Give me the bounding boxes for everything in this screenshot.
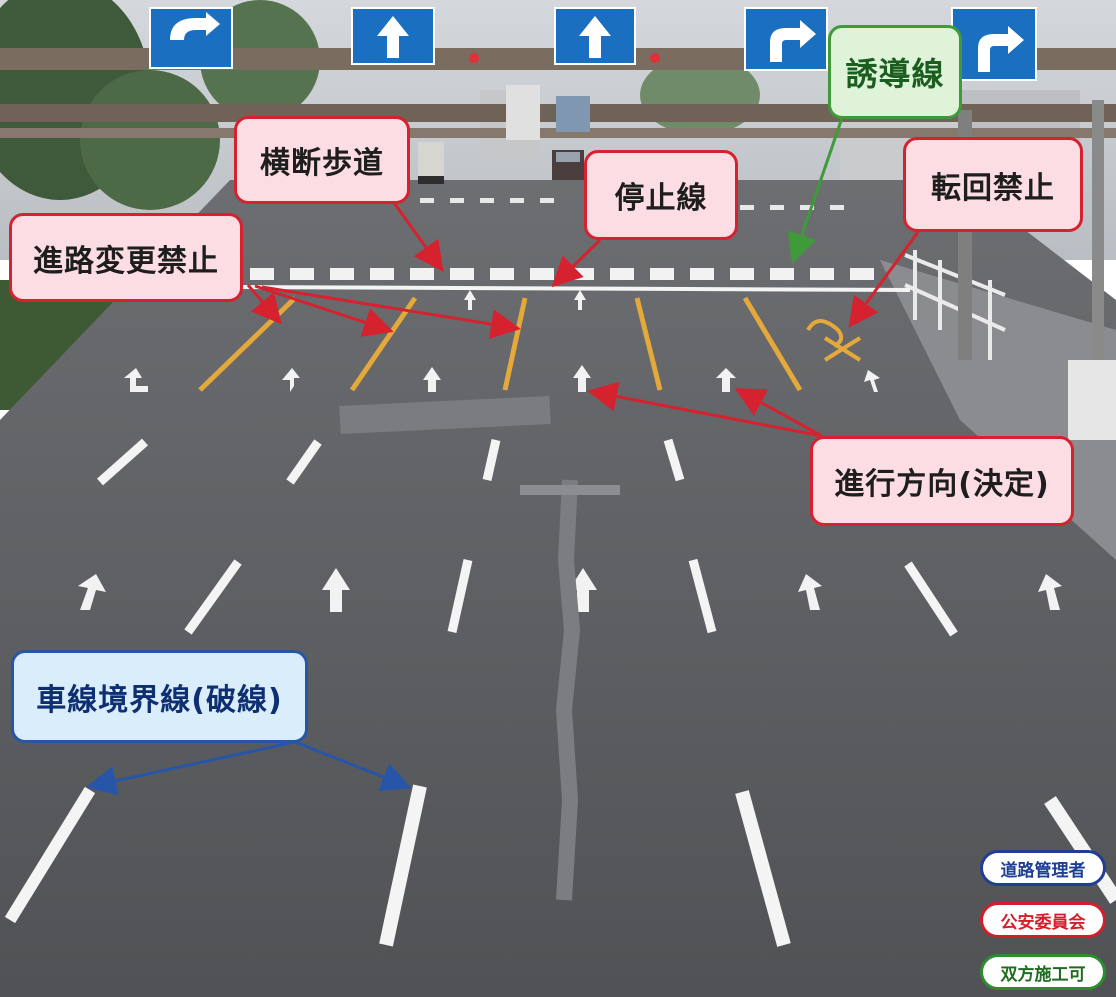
callout-u-turn-prohibited-label: 転回禁止 [931,170,1055,206]
legend-public-safety-commission-label: 公安委員会 [1000,912,1086,933]
callout-lane-change-prohibited: 進路変更禁止 [9,213,243,302]
callout-stop-line-label: 停止線 [614,181,708,216]
overhead-signs [149,7,1037,81]
callout-direction-of-travel-label: 進行方向(決定) [834,467,1050,502]
callout-guide-line: 誘導線 [828,25,962,119]
legend-road-administrator: 道路管理者 [980,850,1106,886]
road-surface [0,180,1116,997]
traffic-lights [469,53,660,63]
stop-line-marking [239,285,911,292]
callout-lane-boundary-label: 車線境界線(破線) [36,682,283,718]
callout-direction-of-travel: 進行方向(決定) [810,436,1074,526]
callout-u-turn-prohibited: 転回禁止 [903,137,1083,232]
road-wear [339,396,620,901]
vehicles [418,85,590,184]
callout-lane-change-prohibited-label: 進路変更禁止 [33,243,219,279]
callout-lane-boundary: 車線境界線(破線) [11,650,308,743]
legend-both-can-construct-label: 双方施工可 [1000,964,1086,985]
callout-crosswalk-label: 横断歩道 [260,146,384,181]
legend-public-safety-commission: 公安委員会 [980,902,1106,938]
callout-stop-line: 停止線 [584,150,738,240]
legend-both-can-construct: 双方施工可 [980,954,1106,990]
crosswalk-marking [250,268,874,280]
callout-crosswalk: 横断歩道 [234,116,410,204]
callout-guide-line-label: 誘導線 [845,55,945,93]
far-crosswalk [420,198,844,210]
callout-arrows [86,117,920,796]
u-turn-prohibited-marking [806,319,862,362]
road-arrows [78,290,1062,612]
legend-road-administrator-label: 道路管理者 [1000,860,1086,881]
